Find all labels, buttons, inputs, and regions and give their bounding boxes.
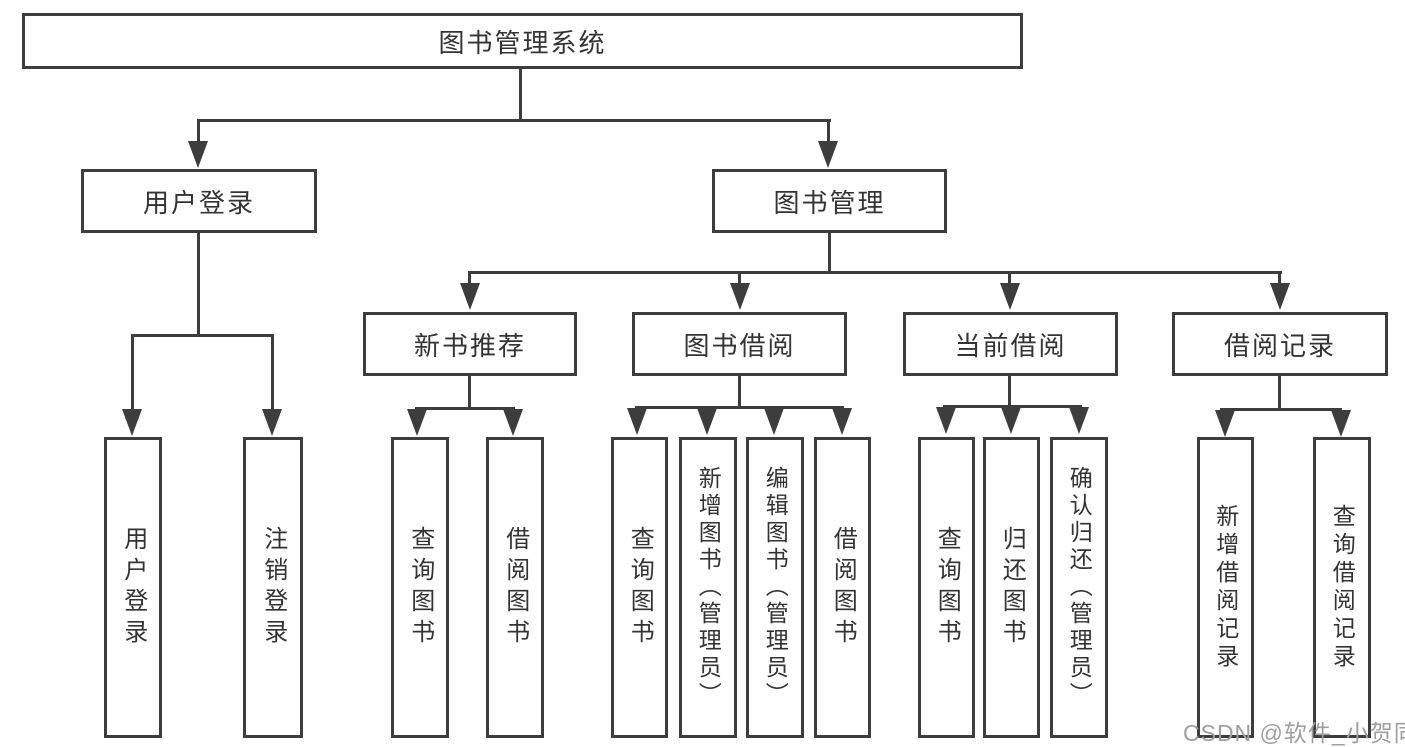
leaf-borrowing-borrow-label: 借阅图书 <box>829 525 857 650</box>
node-new-books-label: 新书推荐 <box>413 330 526 361</box>
arrowhead-down <box>460 283 480 310</box>
leaf-newbooks-query-label: 查询图书 <box>406 525 434 650</box>
node-user-login-label: 用户登录 <box>142 187 255 218</box>
csdn-watermark: CSDN @软件_小贺同学 <box>1183 720 1405 746</box>
leaf-borrowing-edit: 编辑图书（管理员） <box>746 437 804 738</box>
arrowhead-down <box>832 408 852 435</box>
leaf-logout-label: 注销登录 <box>259 525 287 650</box>
leaf-records-add: 新增借阅记录 <box>1197 437 1254 738</box>
node-borrowing-records-label: 借阅记录 <box>1223 330 1336 361</box>
leaf-newbooks-borrow: 借阅图书 <box>486 437 544 738</box>
leaf-current-confirm: 确认归还（管理员） <box>1050 437 1108 738</box>
leaf-current-confirm-label: 确认归还（管理员） <box>1066 466 1093 709</box>
connector-line <box>1008 376 1011 407</box>
connector-line <box>415 407 515 410</box>
connector-line <box>1278 376 1281 410</box>
leaf-newbooks-borrow-label: 借阅图书 <box>501 525 529 650</box>
leaf-borrowing-query-label: 查询图书 <box>626 525 654 650</box>
node-library-system: 图书管理系统 <box>22 13 1023 69</box>
arrowhead-down <box>1001 407 1021 434</box>
leaf-user-login-label: 用户登录 <box>119 525 147 650</box>
node-current-borrowing-label: 当前借阅 <box>954 330 1067 361</box>
connector-line <box>1008 271 1011 285</box>
node-book-borrowing-label: 图书借阅 <box>683 330 796 361</box>
connector-line <box>827 119 830 144</box>
leaf-current-query-label: 查询图书 <box>933 525 961 650</box>
arrowhead-down <box>1270 283 1290 310</box>
leaf-current-return-label: 归还图书 <box>998 525 1026 650</box>
leaf-borrowing-add: 新增图书（管理员） <box>679 437 737 738</box>
node-borrowing-records: 借阅记录 <box>1172 312 1388 376</box>
connector-line <box>519 69 522 121</box>
arrowhead-down <box>818 141 838 168</box>
leaf-borrowing-edit-label: 编辑图书（管理员） <box>762 466 789 709</box>
connector-line <box>738 376 741 408</box>
arrowhead-down <box>1000 283 1020 310</box>
arrowhead-down <box>262 409 282 436</box>
connector-line <box>738 271 741 285</box>
connector-line <box>131 334 134 410</box>
arrowhead-down <box>936 407 956 434</box>
node-book-borrowing: 图书借阅 <box>632 312 847 376</box>
node-library-system-label: 图书管理系统 <box>438 27 607 58</box>
leaf-current-query: 查询图书 <box>918 437 975 738</box>
connector-line <box>271 334 274 410</box>
arrowhead-down <box>1069 407 1089 434</box>
connector-line <box>197 233 200 336</box>
leaf-newbooks-query: 查询图书 <box>391 437 449 738</box>
arrowhead-down <box>730 283 750 310</box>
connector-line <box>197 119 200 144</box>
leaf-borrowing-borrow: 借阅图书 <box>814 437 871 738</box>
arrowhead-down <box>188 141 208 168</box>
connector-line <box>943 405 1082 408</box>
leaf-current-return: 归还图书 <box>983 437 1040 738</box>
arrowhead-down <box>1215 410 1235 437</box>
connector-line <box>131 334 274 337</box>
leaf-records-query: 查询借阅记录 <box>1313 437 1371 738</box>
leaf-borrowing-query: 查询图书 <box>611 437 668 738</box>
connector-line <box>1220 408 1342 411</box>
arrowhead-down <box>1331 410 1351 437</box>
node-book-management: 图书管理 <box>712 169 947 233</box>
leaf-records-add-label: 新增借阅记录 <box>1212 503 1239 672</box>
connector-line <box>828 233 831 273</box>
connector-line <box>197 119 831 122</box>
node-user-login: 用户登录 <box>81 169 317 233</box>
arrowhead-down <box>627 408 647 435</box>
node-book-management-label: 图书管理 <box>773 187 886 218</box>
arrowhead-down <box>407 409 427 436</box>
leaf-records-query-label: 查询借阅记录 <box>1329 503 1356 672</box>
leaf-logout: 注销登录 <box>243 437 303 738</box>
node-new-books: 新书推荐 <box>363 312 577 376</box>
arrowhead-down <box>764 408 784 435</box>
leaf-user-login: 用户登录 <box>104 437 162 738</box>
connector-line <box>468 376 471 409</box>
arrowhead-down <box>122 409 142 436</box>
connector-line <box>468 271 1282 274</box>
leaf-borrowing-add-label: 新增图书（管理员） <box>695 466 722 709</box>
arrowhead-down <box>697 408 717 435</box>
arrowhead-down <box>503 409 523 436</box>
connector-line <box>468 271 471 285</box>
connector-line <box>635 406 844 409</box>
connector-line <box>1278 271 1281 285</box>
node-current-borrowing: 当前借阅 <box>903 312 1118 376</box>
